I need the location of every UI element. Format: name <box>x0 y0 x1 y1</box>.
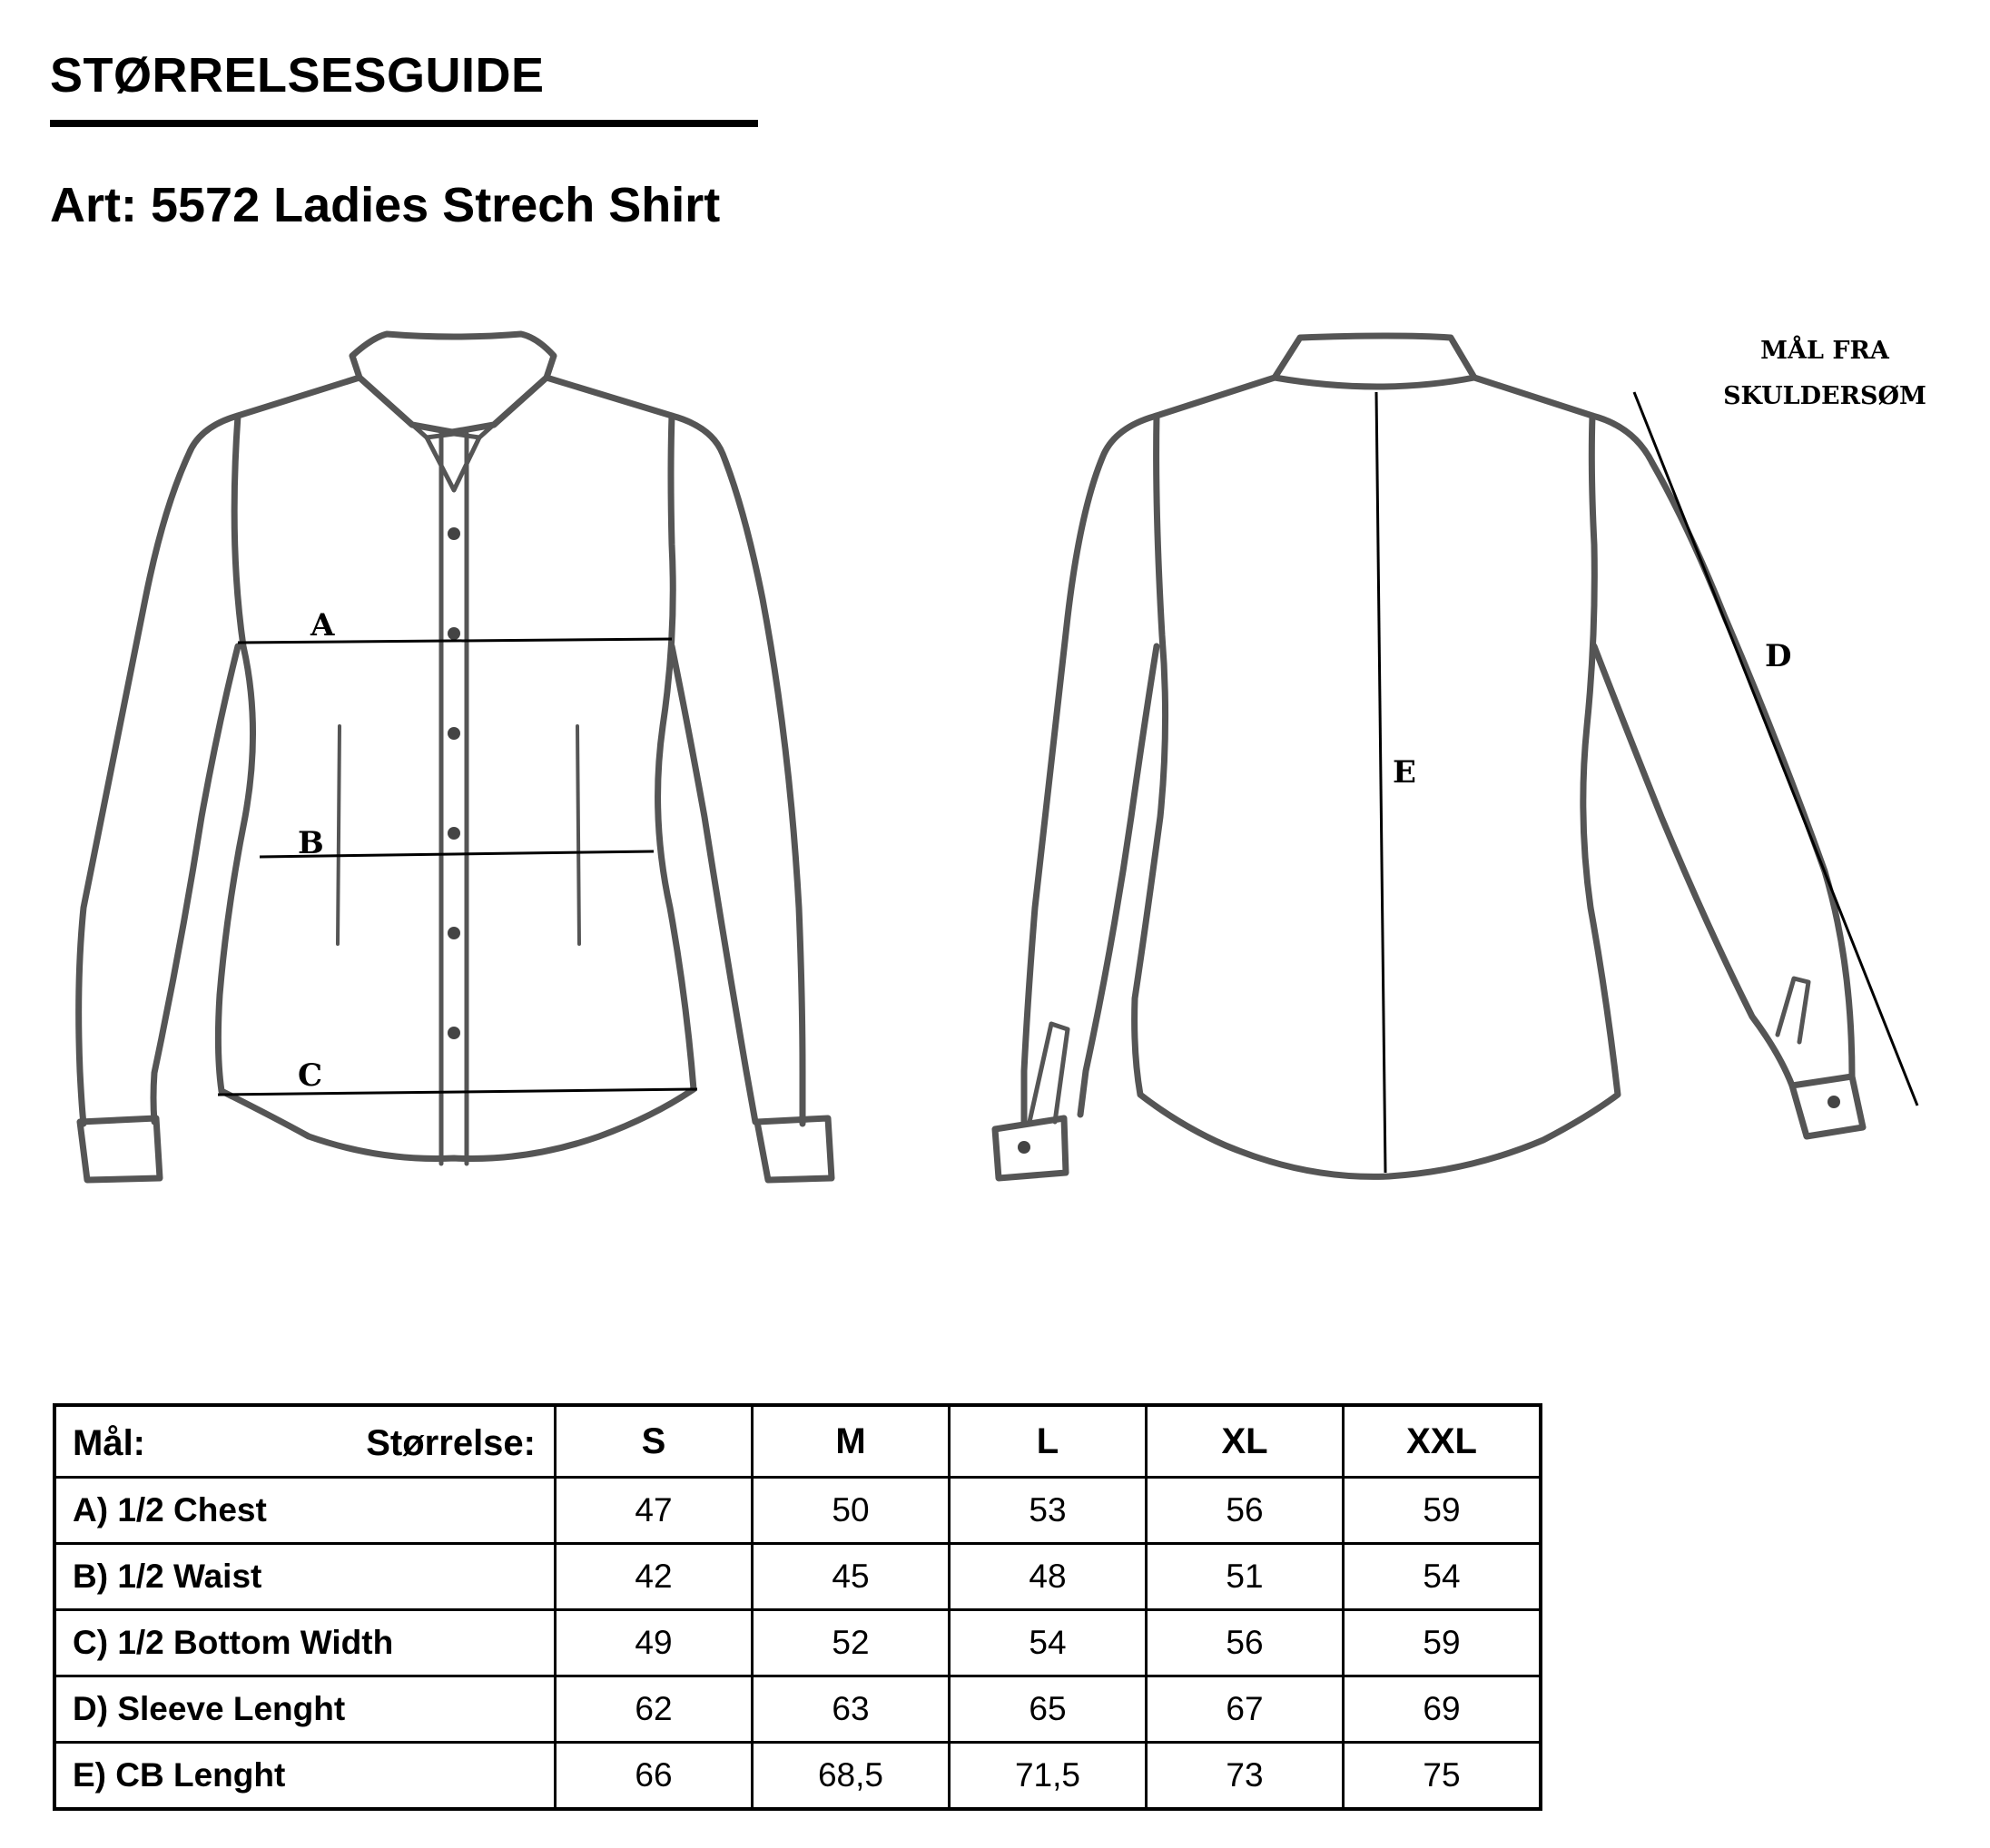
table-cell: 52 <box>751 1608 951 1677</box>
page-title: STØRRELSESGUIDE <box>50 48 545 103</box>
label-d: D <box>1765 638 1791 674</box>
measure-line-d <box>1632 391 1919 1106</box>
label-b: B <box>298 825 324 861</box>
note-line-1: MÅL FRA <box>1760 337 1889 365</box>
table-cell: 47 <box>554 1476 754 1545</box>
back-shirt-drawing <box>991 332 1867 1182</box>
button-6 <box>448 1027 460 1039</box>
measure-line-c <box>217 1087 698 1096</box>
row-label: C) 1/2 Bottom Width <box>53 1608 557 1677</box>
label-a: A <box>310 607 335 644</box>
measure-header: Mål: <box>73 1423 145 1463</box>
button-3 <box>448 727 460 740</box>
table-row: B) 1/2 Waist 42 45 48 51 54 <box>53 1542 1542 1611</box>
button-2 <box>448 627 460 640</box>
front-measure-lines <box>217 637 698 1096</box>
table-cell: 56 <box>1145 1476 1345 1545</box>
table-cell: 51 <box>1145 1542 1345 1611</box>
size-table: Mål: Størrelse: S M L XL XXL A) 1/2 Ches… <box>53 1403 1542 1811</box>
back-left-cuff-button <box>1018 1141 1030 1154</box>
table-cell: 42 <box>554 1542 754 1611</box>
table-cell: 49 <box>554 1608 754 1677</box>
back-right-cuff-button <box>1827 1096 1840 1108</box>
front-buttons <box>448 527 460 1039</box>
button-1 <box>448 527 460 540</box>
size-header-row: Mål: Størrelse: S M L XL XXL <box>53 1403 1542 1479</box>
table-cell: 68,5 <box>751 1741 951 1811</box>
table-cell: 54 <box>948 1608 1148 1677</box>
table-cell: 53 <box>948 1476 1148 1545</box>
table-cell: 50 <box>751 1476 951 1545</box>
table-cell: 73 <box>1145 1741 1345 1811</box>
measure-line-e <box>1374 391 1387 1174</box>
size-m: M <box>751 1403 951 1479</box>
table-row: A) 1/2 Chest 47 50 53 56 59 <box>53 1476 1542 1545</box>
size-xl: XL <box>1145 1403 1345 1479</box>
table-cell: 65 <box>948 1675 1148 1744</box>
size-xxl: XXL <box>1342 1403 1542 1479</box>
table-header-cell: Mål: Størrelse: <box>53 1403 557 1479</box>
label-e: E <box>1393 754 1416 791</box>
measure-line-b <box>259 850 655 859</box>
table-cell: 54 <box>1342 1542 1542 1611</box>
table-row: C) 1/2 Bottom Width 49 52 54 56 59 <box>53 1608 1542 1677</box>
table-row: E) CB Lenght 66 68,5 71,5 73 75 <box>53 1741 1542 1811</box>
button-4 <box>448 827 460 840</box>
table-cell: 59 <box>1342 1476 1542 1545</box>
back-measure-lines <box>1374 391 1919 1174</box>
table-cell: 66 <box>554 1741 754 1811</box>
measurement-note: MÅL FRA SKULDERSØM <box>1707 329 1943 419</box>
table-cell: 59 <box>1342 1608 1542 1677</box>
table-cell: 67 <box>1145 1675 1345 1744</box>
table-cell: 71,5 <box>948 1741 1148 1811</box>
row-label: E) CB Lenght <box>53 1741 557 1811</box>
row-label: D) Sleeve Lenght <box>53 1675 557 1744</box>
table-cell: 75 <box>1342 1741 1542 1811</box>
label-c: C <box>298 1057 322 1094</box>
shirt-drawings: A B C E D <box>75 330 1919 1184</box>
table-cell: 48 <box>948 1542 1148 1611</box>
table-cell: 63 <box>751 1675 951 1744</box>
table-cell: 56 <box>1145 1608 1345 1677</box>
front-shirt-drawing <box>75 330 835 1184</box>
table-cell: 45 <box>751 1542 951 1611</box>
table-cell: 62 <box>554 1675 754 1744</box>
note-line-2: SKULDERSØM <box>1723 382 1926 410</box>
table-cell: 69 <box>1342 1675 1542 1744</box>
article-subtitle: Art: 5572 Ladies Strech Shirt <box>50 178 721 232</box>
row-label: A) 1/2 Chest <box>53 1476 557 1545</box>
button-5 <box>448 927 460 939</box>
table-row: D) Sleeve Lenght 62 63 65 67 69 <box>53 1675 1542 1744</box>
size-header: Størrelse: <box>366 1423 536 1463</box>
size-s: S <box>554 1403 754 1479</box>
row-label: B) 1/2 Waist <box>53 1542 557 1611</box>
size-l: L <box>948 1403 1148 1479</box>
measure-line-a <box>237 637 673 644</box>
title-underline <box>50 120 758 127</box>
